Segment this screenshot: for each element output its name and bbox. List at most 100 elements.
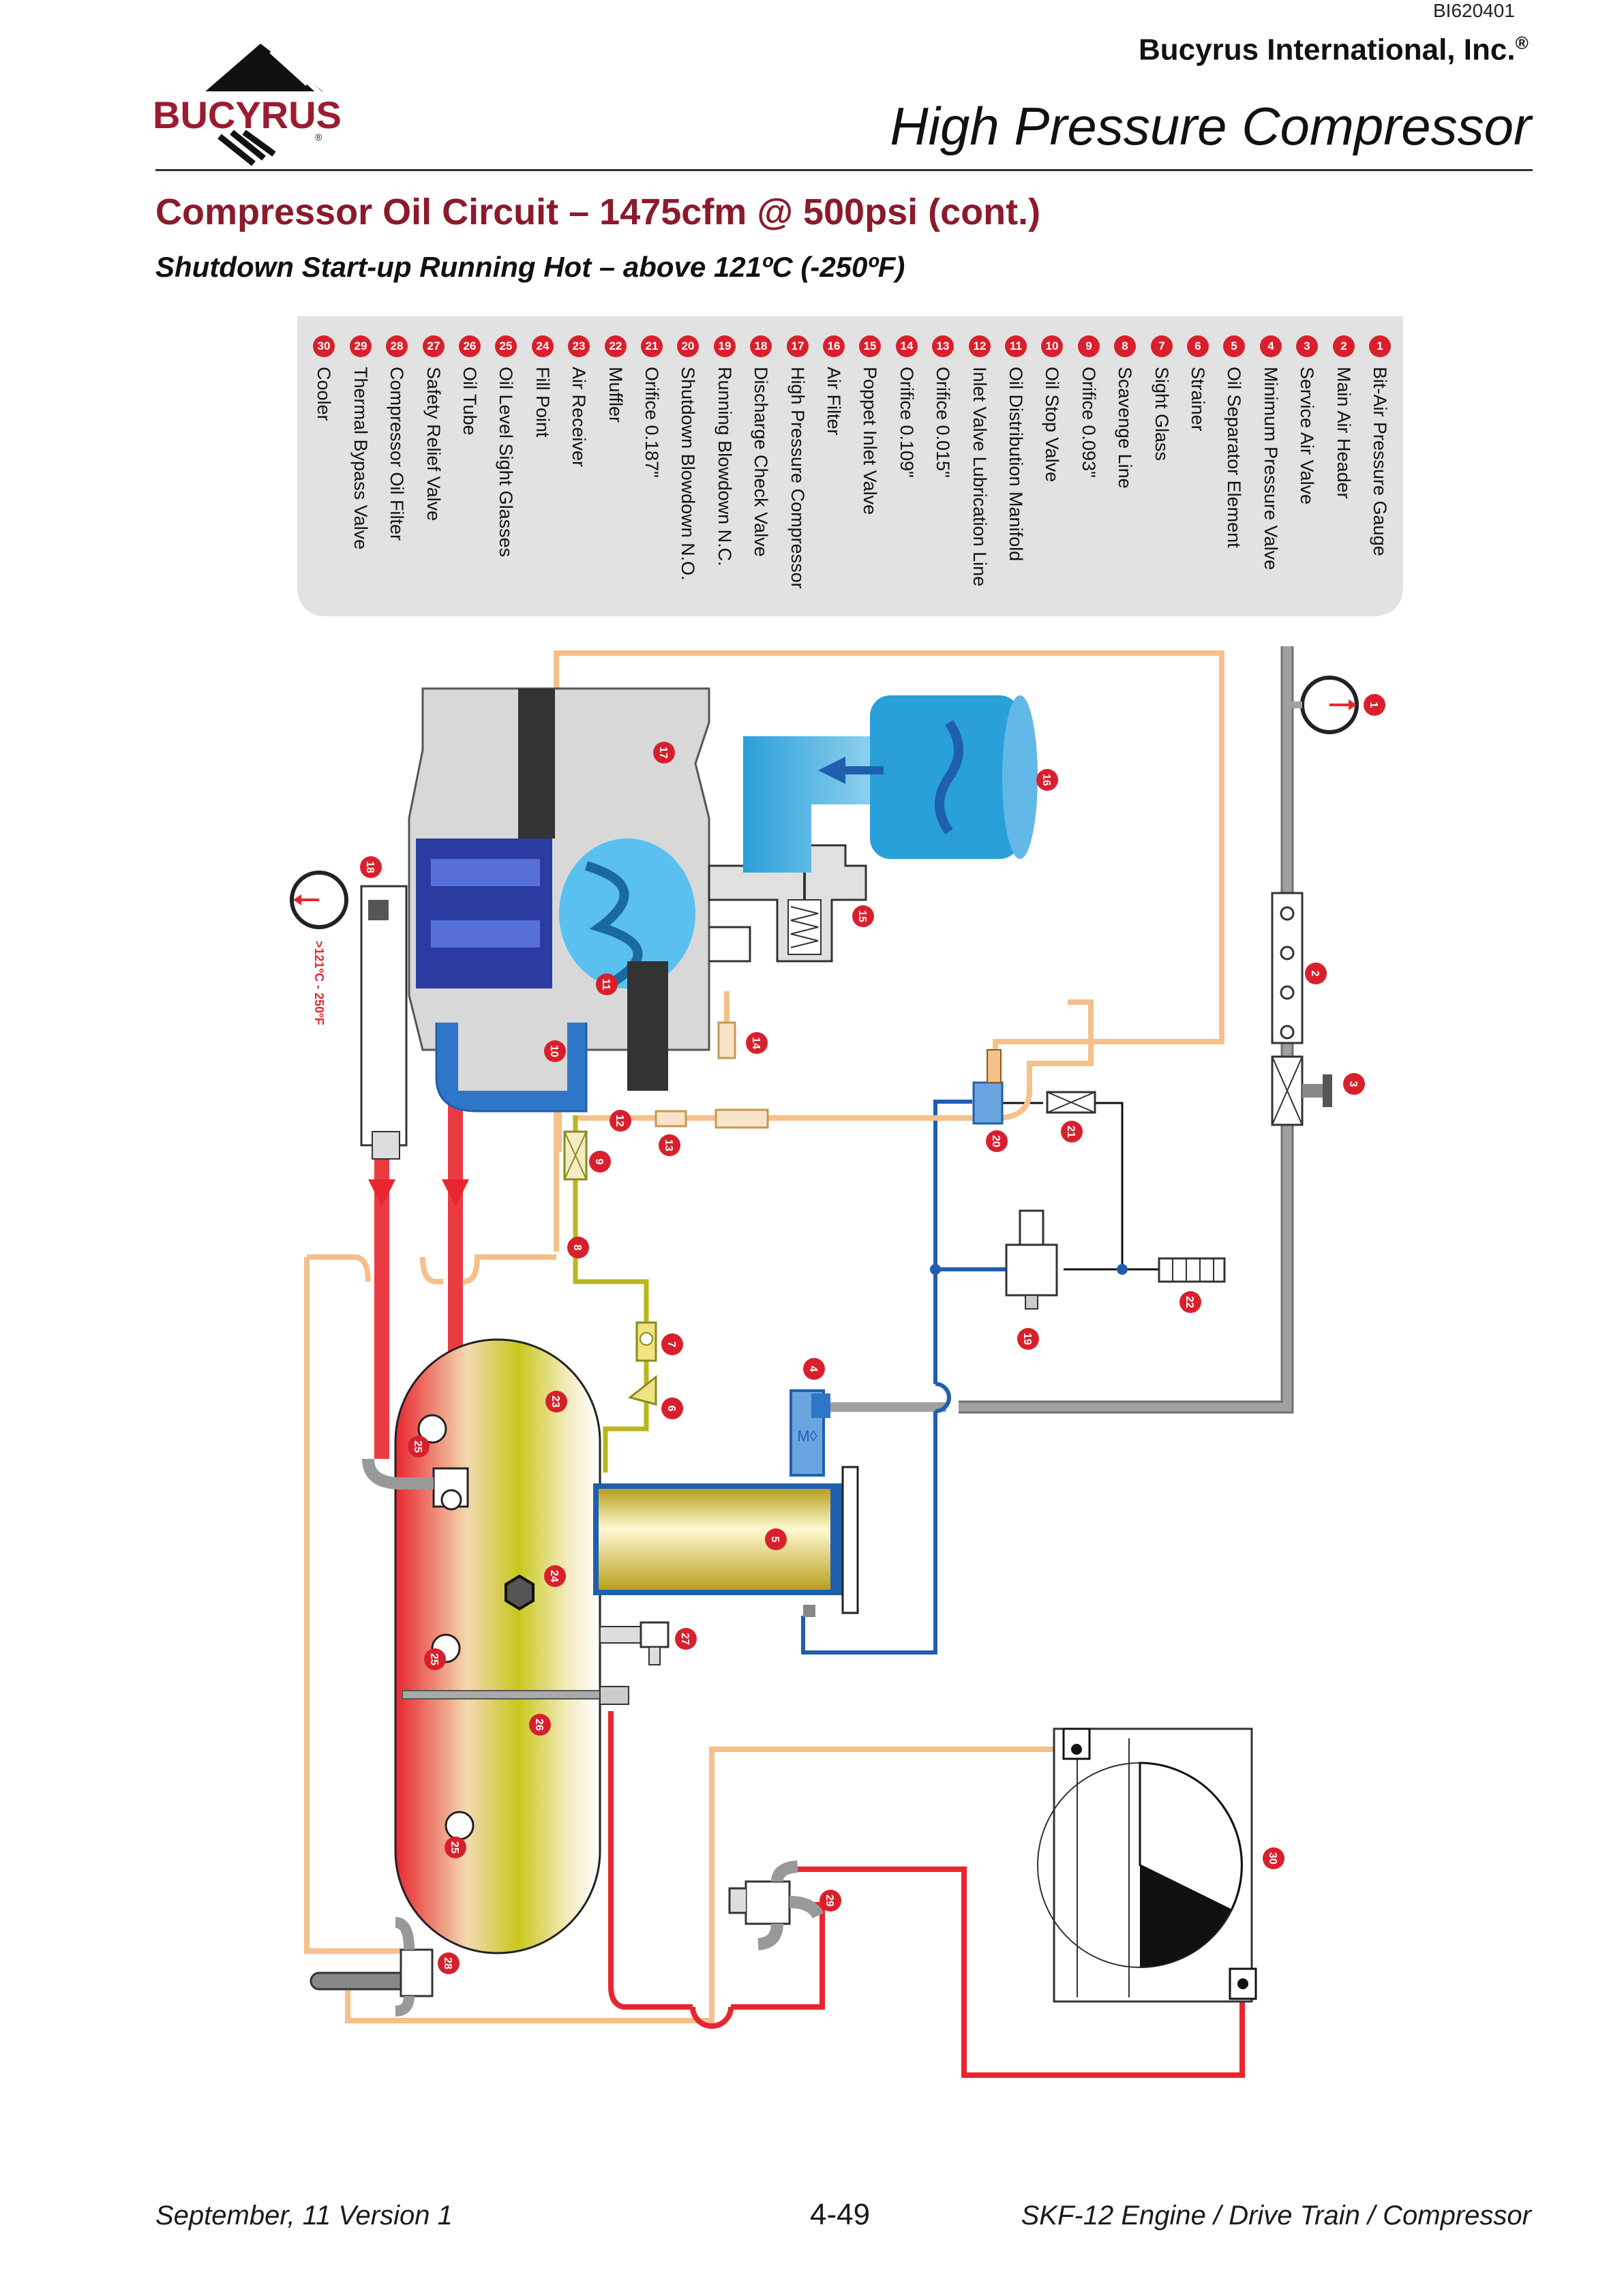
svg-text:14: 14 — [750, 1037, 762, 1049]
svg-text:30: 30 — [1267, 1852, 1278, 1864]
callout-22: 22 — [1179, 1291, 1201, 1313]
air-filter — [743, 695, 1038, 873]
legend-label: Oil Distribution Manifold — [1006, 367, 1027, 562]
section-subtitle: Shutdown Start-up Running Hot – above 12… — [155, 251, 905, 283]
legend-badge: 13 — [932, 335, 954, 357]
discharge-check-valve — [360, 885, 408, 1160]
callout-18: 18 — [360, 856, 382, 878]
legend-label: Discharge Check Valve — [751, 367, 772, 557]
legend-badge: 24 — [531, 335, 554, 357]
legend-badge: 3 — [1296, 335, 1319, 357]
bucyrus-logo: BUCYRUS ® — [151, 44, 370, 166]
legend-label: Oil Level Sight Glasses — [496, 367, 517, 558]
footer-section: SKF-12 Engine / Drive Train / Compressor — [1021, 2201, 1531, 2231]
callout-25b: 25 — [424, 1648, 446, 1670]
orifice-0-187 — [1046, 1091, 1096, 1114]
callout-10: 10 — [544, 1040, 566, 1062]
legend-badge: 9 — [1077, 335, 1100, 357]
svg-text:7: 7 — [665, 1342, 677, 1348]
legend-badge: 28 — [386, 335, 408, 357]
legend-label: Cooler — [314, 367, 335, 421]
callout-13: 13 — [659, 1134, 680, 1156]
svg-text:1: 1 — [1368, 702, 1379, 708]
callout-1: 1 — [1364, 694, 1385, 716]
callout-30: 30 — [1263, 1847, 1284, 1869]
legend-badge: 7 — [1150, 335, 1173, 357]
callout-26: 26 — [529, 1714, 551, 1736]
legend-label: Poppet Inlet Valve — [860, 367, 881, 515]
legend-label: Compressor Oil Filter — [387, 367, 408, 541]
high-pressure-compressor — [408, 687, 710, 1113]
svg-text:21: 21 — [1065, 1126, 1077, 1138]
svg-text:6: 6 — [665, 1406, 677, 1412]
svg-text:19: 19 — [1021, 1333, 1033, 1345]
svg-text:18: 18 — [364, 861, 376, 873]
legend-label: Safety Relief Valve — [423, 367, 445, 522]
legend-badge: 20 — [677, 335, 700, 357]
callout-21: 21 — [1061, 1121, 1083, 1143]
oil-lines — [304, 650, 1224, 2023]
callout-20: 20 — [986, 1130, 1008, 1152]
svg-text:10: 10 — [548, 1045, 560, 1057]
svg-text:26: 26 — [533, 1719, 545, 1731]
callout-25c: 25 — [445, 1837, 466, 1858]
legend-badge: 30 — [313, 335, 335, 357]
legend-label: Orifice 0.093" — [1079, 367, 1100, 478]
callout-9: 9 — [589, 1151, 611, 1173]
logo-registered-mark: ® — [315, 132, 322, 142]
legend-badge: 4 — [1259, 335, 1282, 357]
legend-badge: 22 — [604, 335, 627, 357]
svg-text:3: 3 — [1347, 1081, 1359, 1087]
legend-badge: 15 — [859, 335, 882, 357]
legend-badge: 18 — [750, 335, 772, 357]
svg-text:4: 4 — [807, 1366, 819, 1372]
svg-text:27: 27 — [679, 1633, 691, 1645]
svg-text:20: 20 — [990, 1135, 1002, 1147]
oil-circuit-diagram: M◊ — [290, 646, 1385, 2078]
legend-label: High Pressure Compressor — [787, 367, 809, 589]
poppet-inlet-valve — [708, 844, 867, 963]
legend-label: Bit-Air Pressure Gauge — [1370, 367, 1391, 556]
legend-badge: 29 — [349, 335, 372, 357]
air-receiver-tank — [394, 1338, 629, 1954]
legend-label: Oil Separator Element — [1224, 367, 1245, 548]
callout-11: 11 — [596, 973, 618, 995]
callout-23: 23 — [545, 1391, 567, 1413]
muffler — [1158, 1257, 1226, 1283]
svg-text:25: 25 — [449, 1841, 460, 1854]
callout-7: 7 — [661, 1333, 683, 1355]
callout-19: 19 — [1017, 1328, 1039, 1350]
callout-3: 3 — [1343, 1073, 1365, 1095]
safety-relief-valve — [599, 1621, 670, 1665]
legend-label: Scavenge Line — [1115, 367, 1136, 489]
callout-29: 29 — [819, 1890, 841, 1912]
callout-15: 15 — [852, 905, 874, 927]
shutdown-blowdown-valve — [972, 1049, 1004, 1125]
legend-badge: 10 — [1041, 335, 1064, 357]
callout-5: 5 — [765, 1528, 787, 1550]
callout-17: 17 — [653, 742, 675, 764]
callout-27: 27 — [675, 1628, 697, 1650]
document-id: BI620401 — [1433, 0, 1515, 21]
callout-28: 28 — [438, 1952, 460, 1974]
orifices-13-14 — [655, 1021, 769, 1129]
svg-text:9: 9 — [593, 1159, 605, 1165]
svg-text:12: 12 — [614, 1115, 625, 1127]
legend-badge: 25 — [495, 335, 517, 357]
discharge-temperature-gauge — [290, 871, 348, 929]
svg-text:M◊: M◊ — [797, 1428, 817, 1445]
legend-label: Thermal Bypass Valve — [350, 367, 372, 550]
